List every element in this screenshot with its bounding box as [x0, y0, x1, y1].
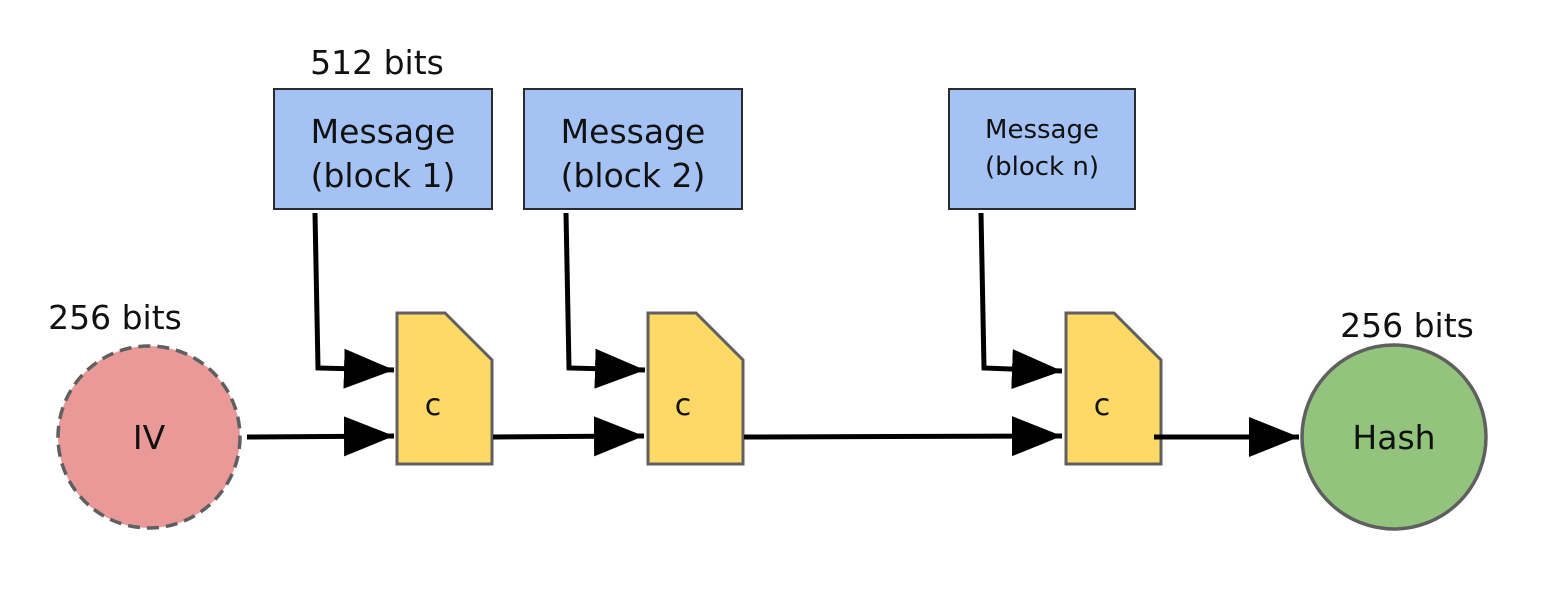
message-block-2-box: [523, 88, 743, 210]
message-block-1-title: Message: [311, 112, 456, 151]
arrow-c1-to-c2: [492, 416, 645, 457]
message-block-1-box: [273, 88, 493, 210]
block-size-label: 512 bits: [310, 43, 444, 82]
compressor-1: c: [395, 311, 494, 466]
message-block-2-subtitle: (block 2): [561, 156, 706, 195]
compressor-2-shape: [646, 311, 745, 466]
compressor-n-label: c: [1094, 388, 1111, 423]
compressor-1-label: c: [425, 388, 442, 423]
message-block-2-title: Message: [561, 112, 706, 151]
arrow-c2-to-cn: [743, 416, 1063, 457]
hash-node: Hash: [1300, 343, 1488, 531]
message-block-n-box: [948, 88, 1136, 210]
compressor-n-shape: [1064, 311, 1163, 466]
message-block-1: Message (block 1): [273, 88, 493, 210]
hash-label: Hash: [1352, 418, 1435, 457]
iv-size-label: 256 bits: [48, 298, 182, 337]
message-block-n-subtitle: (block n): [985, 152, 1099, 182]
arrow-block-n-to-cn: [978, 212, 1063, 390]
message-block-n-title: Message: [985, 115, 1099, 145]
compressor-n: c: [1064, 311, 1163, 466]
message-block-2: Message (block 2): [523, 88, 743, 210]
compressor-2: c: [646, 311, 745, 466]
arrow-block-1-to-c1: [312, 212, 395, 389]
hash-circle: [1300, 343, 1488, 531]
hash-size-label: 256 bits: [1340, 306, 1474, 345]
iv-node: IV: [56, 344, 242, 530]
iv-circle: [56, 344, 242, 530]
message-block-n: Message (block n): [948, 88, 1136, 210]
iv-label: IV: [133, 418, 166, 457]
compressor-1-shape: [395, 311, 494, 466]
message-block-1-subtitle: (block 1): [311, 156, 456, 195]
arrow-block-2-to-c2: [563, 212, 646, 389]
compressor-2-label: c: [675, 388, 692, 423]
arrow-iv-to-c1: [246, 416, 395, 457]
